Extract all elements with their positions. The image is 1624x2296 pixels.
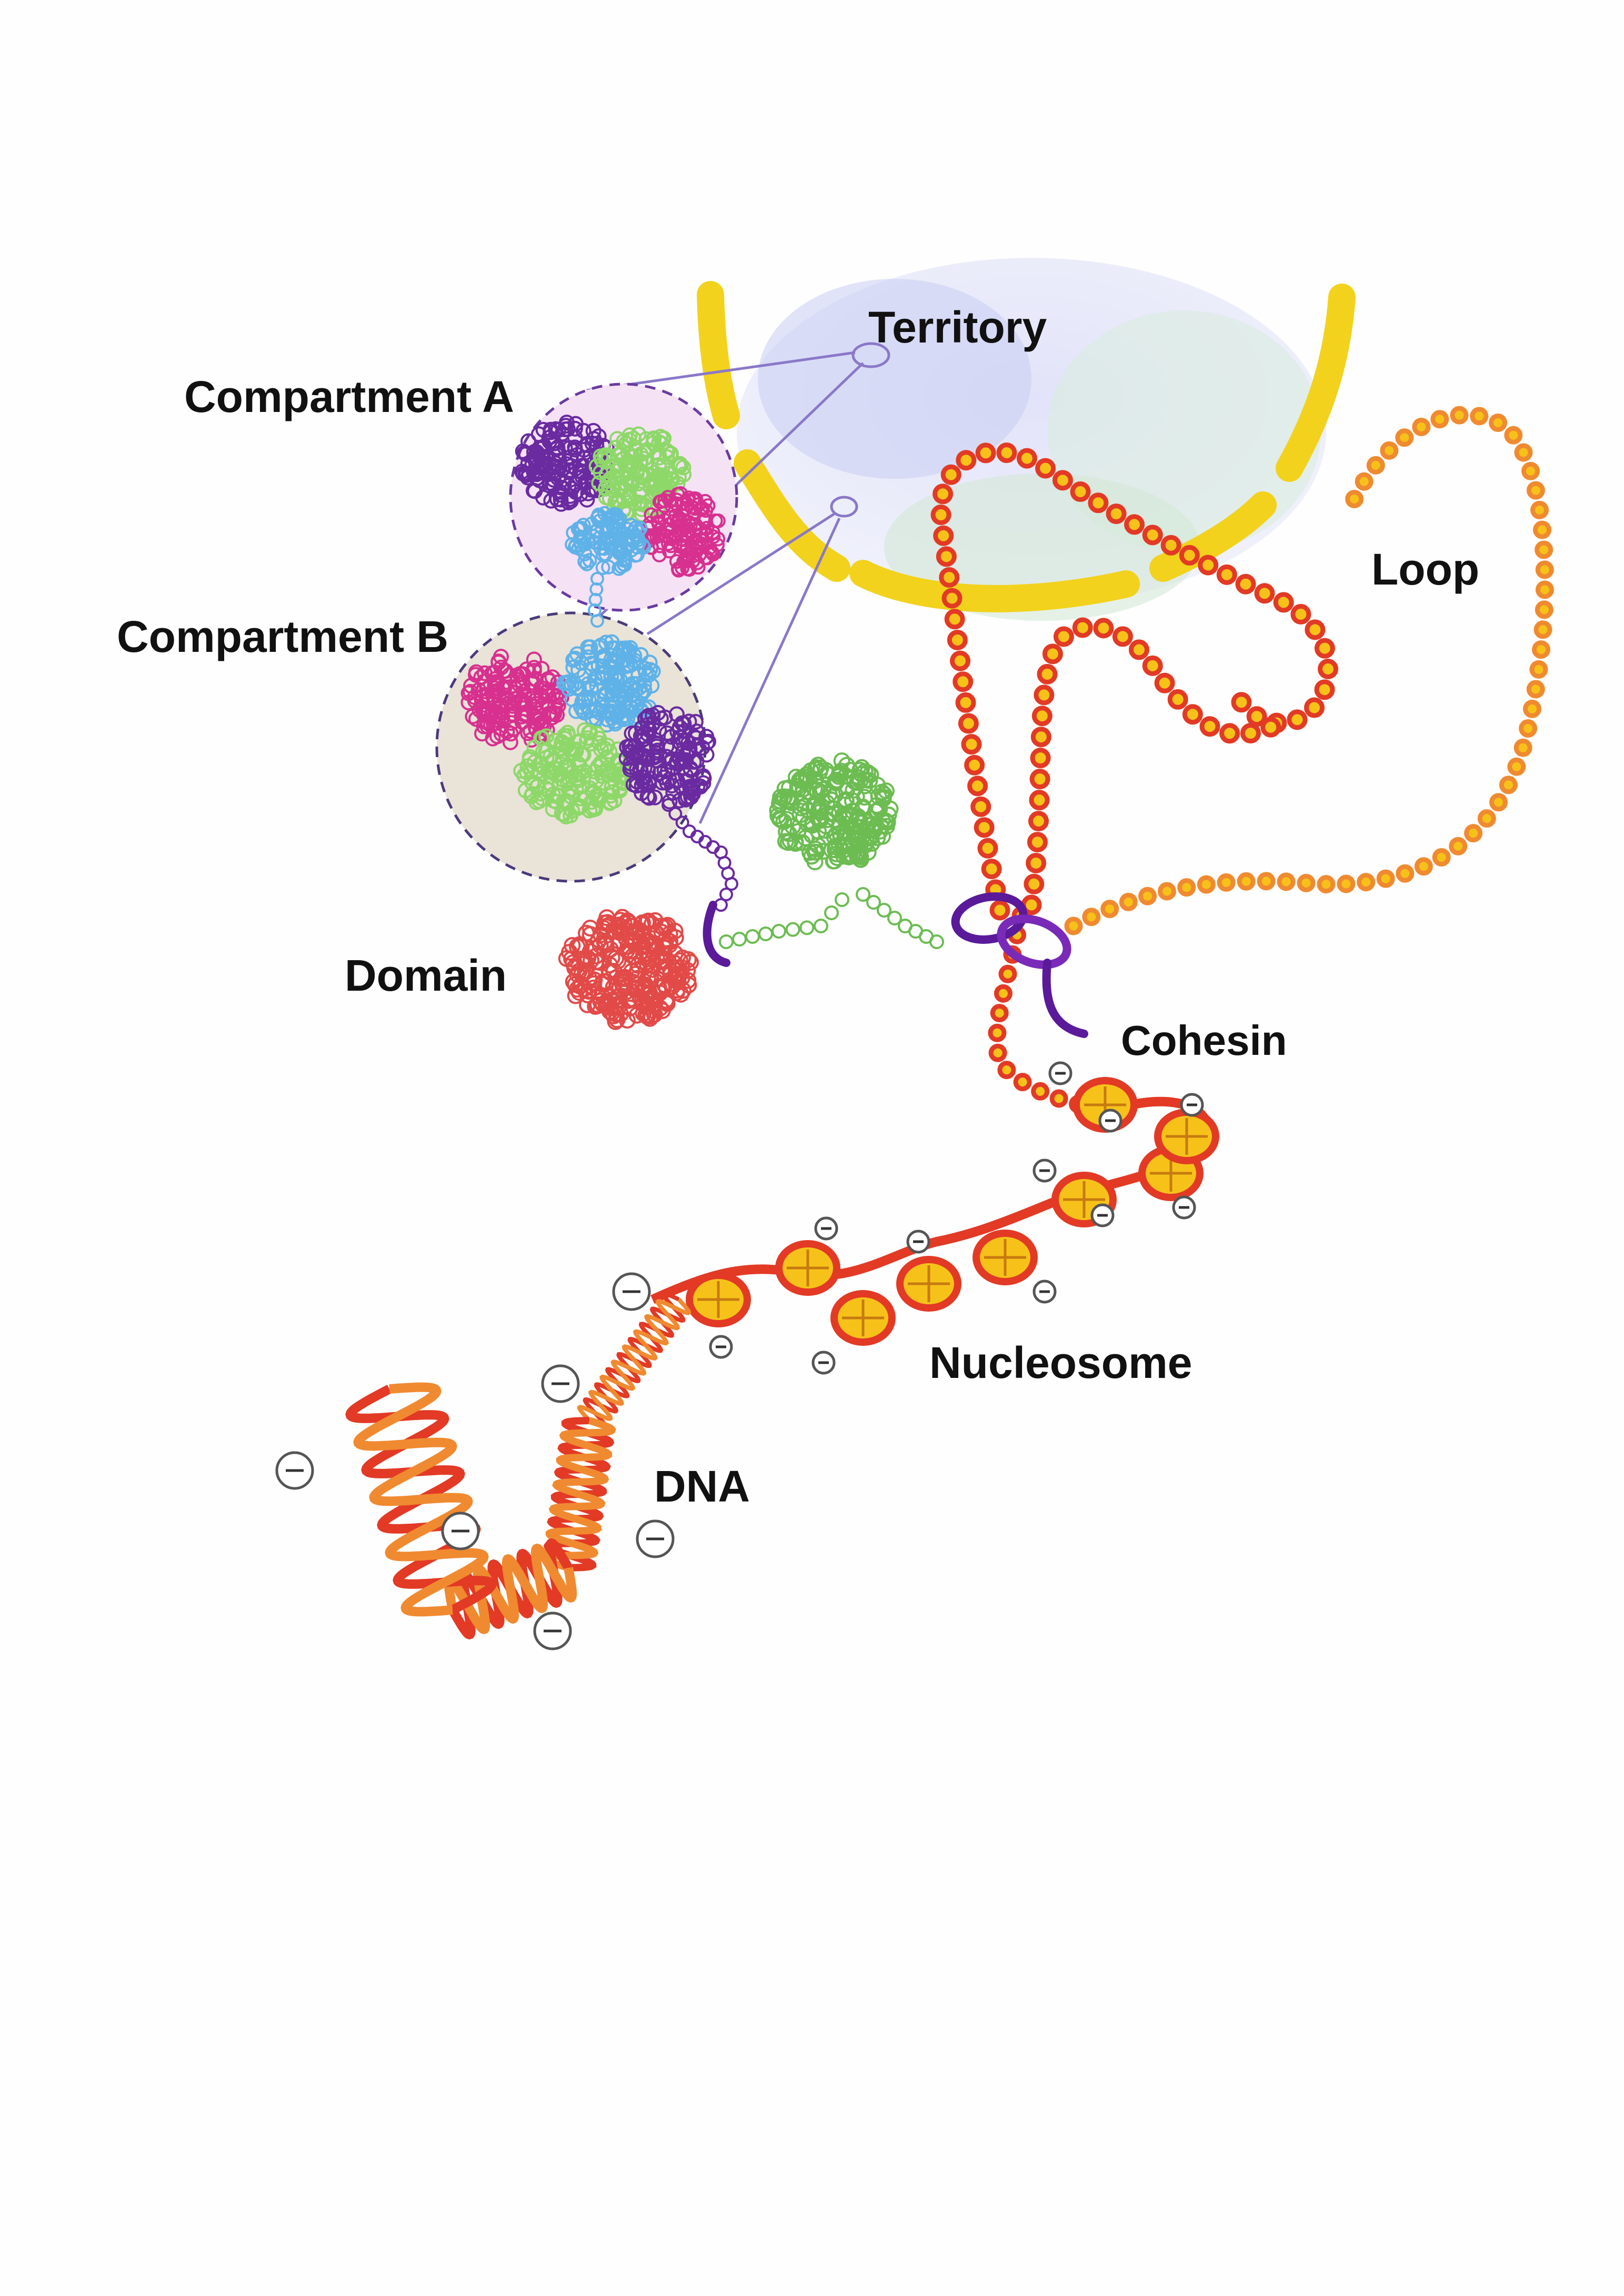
negative-charge-icon: [709, 1335, 733, 1359]
cohesin-label: Cohesin: [1121, 1017, 1287, 1064]
bead-cluster: [556, 634, 661, 733]
bead-cluster: [460, 649, 569, 750]
loop-label: Loop: [1371, 545, 1480, 594]
negative-charge-icon: [1032, 1159, 1057, 1183]
negative-charge-icon: [1098, 1109, 1122, 1133]
dna-label: DNA: [654, 1462, 750, 1511]
nucleosome: [686, 1272, 751, 1327]
compartment-a-label: Compartment A: [184, 372, 514, 421]
bead-chain: [719, 887, 944, 949]
bead-chain: [588, 572, 604, 628]
nucleosome: [896, 1256, 961, 1312]
chromatin-loops: [930, 406, 1554, 1118]
compartment-a: [509, 382, 738, 612]
domain-clusters: [558, 752, 899, 1030]
territory-label: Territory: [868, 303, 1047, 352]
negative-charge-icon: [612, 1272, 651, 1311]
nuclear-envelope: [697, 281, 1356, 612]
compartment-a-clusters: [514, 415, 726, 578]
territory-region: [737, 258, 1326, 621]
bead-cluster: [513, 722, 632, 825]
nucleosome-label: Nucleosome: [929, 1338, 1192, 1387]
nucleosome: [830, 1290, 896, 1346]
negative-charge-icon: [533, 1612, 572, 1650]
nucleosome: [1154, 1109, 1219, 1164]
negative-charge-icon: [441, 1512, 480, 1550]
bead-cluster: [769, 752, 899, 871]
bead-cluster: [565, 506, 651, 576]
negative-charge-icon: [1090, 1203, 1115, 1227]
bead-cluster: [558, 909, 699, 1030]
nucleosome: [973, 1230, 1038, 1285]
negative-charge-icon: [275, 1451, 314, 1490]
cohesin-rings: [703, 892, 1088, 1038]
negative-charge-icon: [1180, 1093, 1204, 1117]
charge-markers: [275, 1061, 1204, 1650]
bead-cluster: [639, 486, 726, 578]
compartment-b-label: Compartment B: [117, 612, 449, 661]
dna-helix: [345, 1291, 691, 1640]
negative-charge-icon: [636, 1519, 675, 1558]
loop-fibre: [1021, 617, 1281, 915]
nucleosome-fibre: [650, 1077, 1219, 1346]
negative-charge-icon: [1032, 1280, 1057, 1304]
linker-chain: [588, 572, 944, 949]
bead-chain: [661, 798, 738, 912]
negative-charge-icon: [1172, 1195, 1196, 1220]
negative-charge-icon: [814, 1216, 838, 1241]
loop-fibre: [1064, 406, 1554, 935]
compartment-b: [435, 611, 717, 883]
negative-charge-icon: [906, 1230, 930, 1254]
negative-charge-icon: [541, 1364, 580, 1403]
negative-charge-icon: [811, 1351, 836, 1375]
domain-label: Domain: [345, 951, 507, 1000]
negative-charge-icon: [1048, 1061, 1072, 1085]
nucleosome: [775, 1240, 840, 1296]
